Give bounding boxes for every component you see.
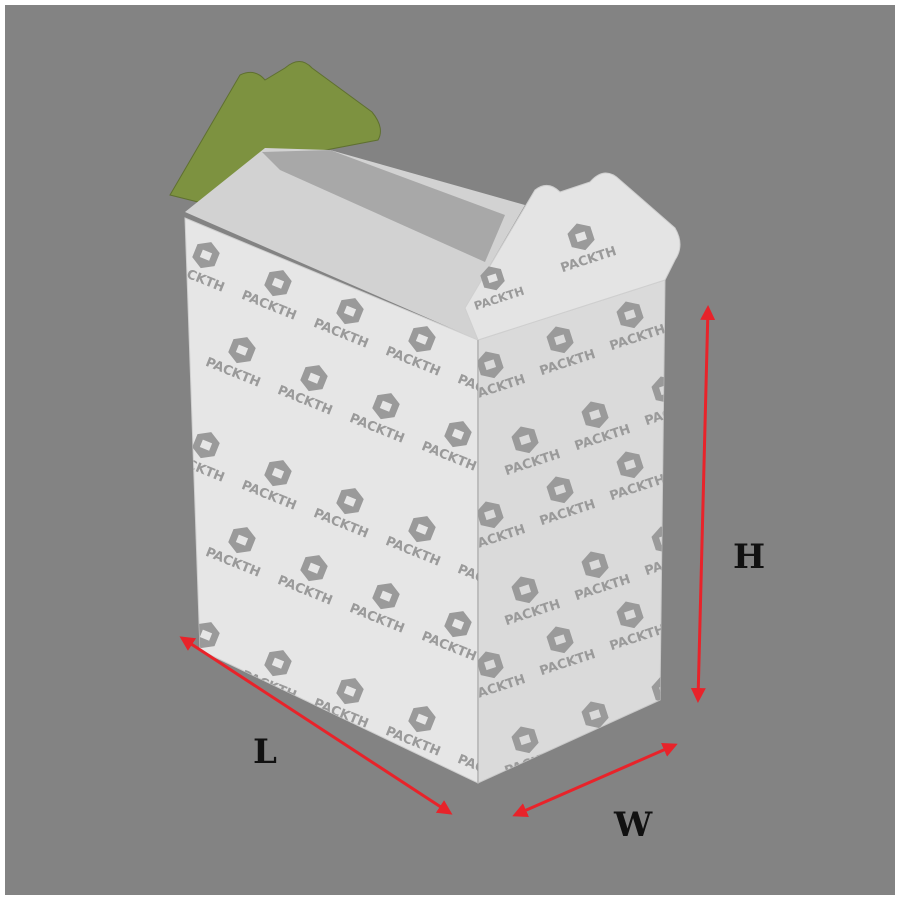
box-logo-icon — [444, 611, 472, 638]
box-logo-icon — [581, 701, 609, 729]
front-handle-flap — [464, 172, 681, 341]
box-logo-icon — [228, 527, 256, 554]
width-label: W — [614, 805, 653, 845]
height-label: H — [733, 537, 766, 577]
box-logo-icon — [478, 501, 504, 529]
box-logo-icon — [442, 797, 475, 832]
box-logo-icon — [616, 301, 644, 329]
width-arrow — [512, 742, 678, 818]
box-logo-icon — [478, 651, 504, 679]
box-logo-icon — [514, 825, 547, 860]
height-arrow — [690, 305, 716, 703]
box-logo-icon — [546, 326, 574, 354]
box-logo-icon — [616, 451, 644, 479]
box-logo-icon — [444, 421, 472, 448]
brand-logo-text: PACKTH — [491, 847, 550, 883]
box-logo-icon — [616, 601, 644, 629]
box-logo-icon — [408, 516, 436, 543]
box-logo-icon — [336, 488, 364, 515]
box-logo-icon — [408, 326, 436, 353]
box-logo-icon — [372, 393, 400, 420]
box-logo-icon — [336, 298, 364, 325]
box-logo-icon — [192, 432, 220, 459]
brand-logo-mark: PACKTH — [347, 773, 406, 827]
box-logo-icon — [546, 476, 574, 504]
box-logo-icon — [264, 460, 292, 487]
box-logo-icon — [300, 555, 328, 582]
box-logo-icon — [264, 270, 292, 297]
box-logo-icon — [651, 376, 665, 404]
box-top-opening — [262, 150, 505, 262]
box-logo-icon — [511, 426, 539, 454]
length-arrow — [179, 636, 453, 815]
box-logo-icon — [372, 773, 400, 783]
box-logo-icon — [581, 551, 609, 579]
brand-logo-text: PACKTH — [275, 763, 334, 799]
brand-logo-text: PACKTH — [419, 819, 478, 855]
brand-logo-mark: PACKTH — [491, 818, 562, 882]
brand-logo-text: PACKTH — [347, 791, 406, 827]
box-logo-icon — [480, 266, 505, 291]
brand-logo-mark: PACKTH — [275, 745, 334, 799]
box-logo-icon — [546, 626, 574, 654]
length-label: L — [253, 732, 277, 772]
box-logo-icon — [478, 351, 504, 379]
back-handle-flap — [169, 61, 381, 211]
box-logo-icon — [651, 526, 665, 554]
box-logo-icon — [228, 337, 256, 364]
box-logo-icon — [300, 365, 328, 392]
box-logo-icon — [567, 223, 595, 251]
box-logo-icon — [372, 583, 400, 610]
box-logo-icon — [192, 242, 220, 269]
box-logo-icon — [511, 576, 539, 604]
box-logo-icon — [651, 676, 665, 704]
box-logo-icon — [581, 401, 609, 429]
box-logo-icon — [300, 745, 328, 772]
